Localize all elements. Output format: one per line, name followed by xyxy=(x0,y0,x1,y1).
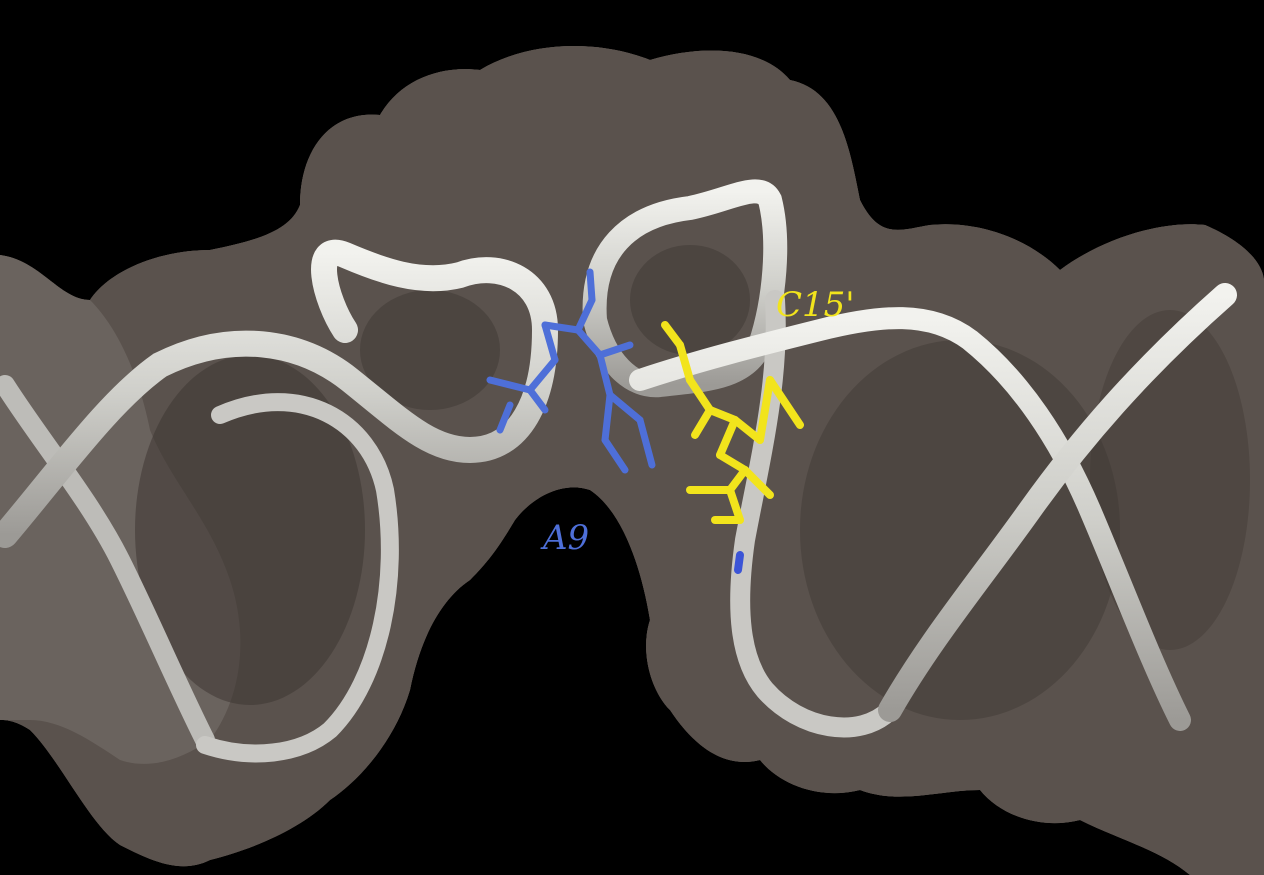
residue-label-c15: C15' xyxy=(776,285,855,325)
residue-label-a9: A9 xyxy=(543,518,589,558)
residue-c15-blue-tip xyxy=(738,555,740,570)
